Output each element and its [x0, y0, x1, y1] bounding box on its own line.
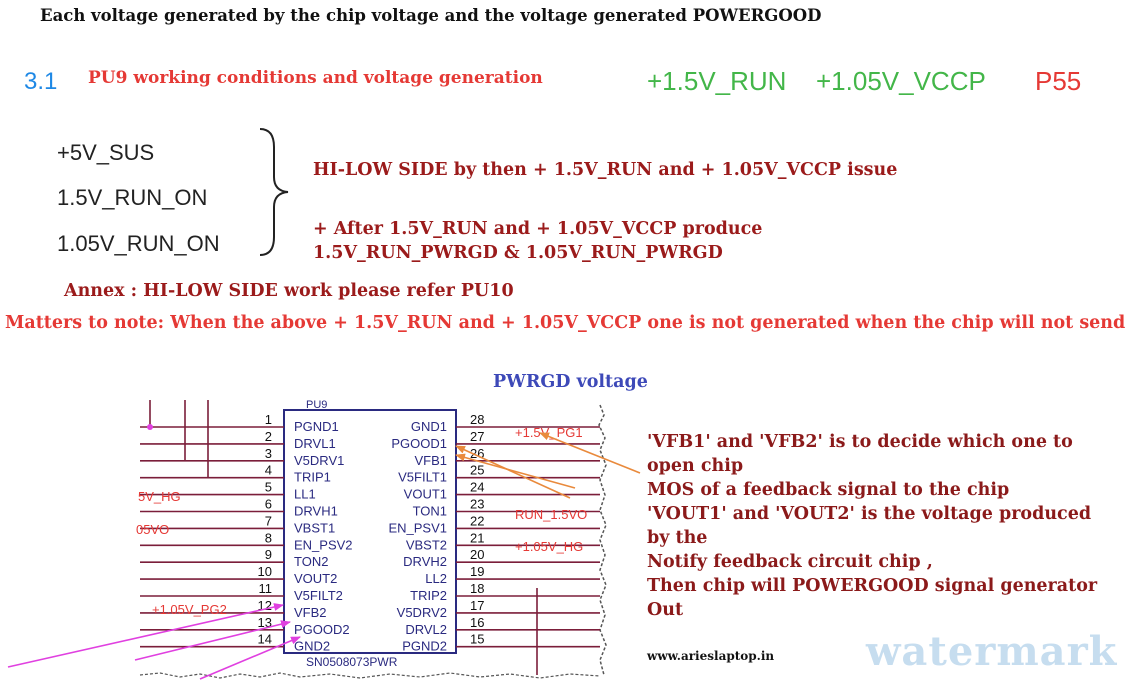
pin-number: 11	[259, 581, 273, 596]
pin-number: 19	[470, 564, 484, 579]
chip-ref-designator: PU9	[306, 399, 327, 411]
website-link[interactable]: www.arieslaptop.in	[647, 649, 775, 663]
pin-number: 9	[265, 547, 272, 562]
pin-name: VBST1	[294, 520, 335, 535]
condition-1v05-run-on: 1.05V_RUN_ON	[57, 231, 220, 256]
pin-number: 6	[265, 497, 272, 512]
pwrgd-voltage-label: PWRGD voltage	[493, 372, 648, 392]
pin-name: V5DRV2	[397, 605, 447, 620]
pin-number: 5	[265, 480, 272, 495]
pin-number: 18	[470, 581, 484, 596]
document-title: Each voltage generated by the chip volta…	[40, 6, 822, 25]
pin-number: 13	[258, 615, 272, 630]
pin-name: TON2	[294, 554, 328, 569]
pin-name: VFB2	[294, 605, 327, 620]
explanation-line: Then chip will POWERGOOD signal generato…	[647, 576, 1098, 596]
junction-dot	[147, 424, 153, 430]
pin-number: 24	[470, 480, 484, 495]
pin-name: PGND2	[402, 639, 447, 654]
torn-edge	[598, 404, 607, 676]
pin-number: 22	[470, 513, 484, 528]
net-label-pg2: +1.05V_PG2	[152, 602, 227, 617]
condition-5v-sus: +5V_SUS	[57, 140, 155, 165]
pin-name: GND2	[294, 639, 330, 654]
condition-1v5-run-on: 1.5V_RUN_ON	[57, 185, 208, 210]
pin-number: 21	[470, 530, 484, 545]
pin-number: 15	[470, 632, 484, 647]
pin-name: VFB1	[414, 453, 447, 468]
hi-low-note: HI-LOW SIDE by then + 1.5V_RUN and + 1.0…	[313, 160, 898, 180]
explanation-line: MOS of a feedback signal to the chip	[647, 480, 1010, 500]
net-label-pg1: +1.5V_PG1	[515, 425, 583, 440]
net-label-vo-left: 05VO	[136, 522, 169, 537]
pin-number: 27	[470, 429, 484, 444]
magenta-arrows	[7, 603, 301, 680]
pin-name: TRIP1	[294, 470, 331, 485]
net-label-hg-right: +1.05V_HG	[515, 539, 583, 554]
explanation-line: 'VFB1' and 'VFB2' is to decide which one…	[647, 432, 1073, 452]
net-label-run: RUN_1.5VO	[515, 507, 587, 522]
pin-number: 17	[470, 598, 484, 613]
pin-number: 4	[265, 463, 272, 478]
pin-name: VOUT2	[294, 571, 337, 586]
pin-name: V5FILT2	[294, 588, 343, 603]
pin-number: 8	[265, 530, 272, 545]
left-pins: 1 PGND1 2 DRVL1 3 V5DRV1 4 TRIP1 5 LL1 6 DRVH1 7 VBST…	[140, 412, 353, 654]
pin-name: DRVH2	[403, 554, 447, 569]
pin-name: DRVL2	[405, 622, 447, 637]
pin-name: PGOOD1	[391, 436, 447, 451]
pin-number: 14	[258, 632, 272, 647]
pin-name: GND1	[411, 419, 447, 434]
pin-name: EN_PSV2	[294, 537, 353, 552]
pin-number: 28	[470, 412, 484, 427]
pin-name: PGND1	[294, 419, 339, 434]
section-number: 3.1	[24, 68, 58, 95]
pin-name: LL2	[425, 571, 447, 586]
pin-name: V5FILT1	[398, 470, 447, 485]
pin-name: TRIP2	[410, 588, 447, 603]
pin-name: VOUT1	[404, 487, 447, 502]
orange-arrows	[455, 432, 641, 499]
pin-number: 3	[265, 446, 272, 461]
page-reference: P55	[1035, 66, 1082, 96]
pin-name: V5DRV1	[294, 453, 344, 468]
pin-number: 23	[470, 497, 484, 512]
watermark-text: watermark	[866, 628, 1118, 675]
annex-note: Annex : HI-LOW SIDE work please refer PU…	[64, 281, 514, 301]
pin-number: 10	[258, 564, 272, 579]
torn-edge-bottom	[139, 672, 601, 679]
pin-number: 16	[470, 615, 484, 630]
explanation-line: Out	[647, 600, 684, 620]
section-title: PU9 working conditions and voltage gener…	[88, 68, 543, 88]
pin-name: TON1	[413, 504, 447, 519]
matters-note: Matters to note: When the above + 1.5V_R…	[5, 313, 1126, 333]
rail-1v05-label: +1.05V_VCCP	[816, 66, 986, 96]
explanation-line: by the	[647, 528, 708, 548]
pin-number: 1	[265, 412, 272, 427]
after-produce-note: + After 1.5V_RUN and + 1.05V_VCCP produc…	[313, 219, 763, 239]
pin-number: 20	[470, 547, 484, 562]
chip-body	[283, 409, 457, 654]
pin-number: 7	[265, 513, 272, 528]
pin-name: EN_PSV1	[388, 520, 447, 535]
net-label-hg-left: 5V_HG	[138, 489, 181, 504]
explanation-line: Notify feedback circuit chip ,	[647, 552, 933, 572]
pin-number: 25	[470, 463, 484, 478]
explanation-line: open chip	[647, 456, 744, 476]
right-pins: 28GND127PGOOD126VFB125V5FILT124VOUT123TO…	[388, 412, 600, 654]
pin-name: PGOOD2	[294, 622, 350, 637]
rail-1v5-label: +1.5V_RUN	[647, 66, 787, 96]
pin-number: 2	[265, 429, 272, 444]
pwrgd-signals-note: 1.5V_RUN_PWRGD & 1.05V_RUN_PWRGD	[313, 243, 723, 263]
chip-part-number: SN0508073PWR	[306, 655, 398, 669]
left-vertical-wires	[149, 400, 209, 478]
pin-name: DRVH1	[294, 504, 338, 519]
explanation-line: 'VOUT1' and 'VOUT2' is the voltage produ…	[647, 504, 1092, 524]
pin-name: LL1	[294, 487, 316, 502]
pin-name: VBST2	[406, 537, 447, 552]
pin-name: DRVL1	[294, 436, 336, 451]
curly-brace-icon	[259, 128, 289, 256]
